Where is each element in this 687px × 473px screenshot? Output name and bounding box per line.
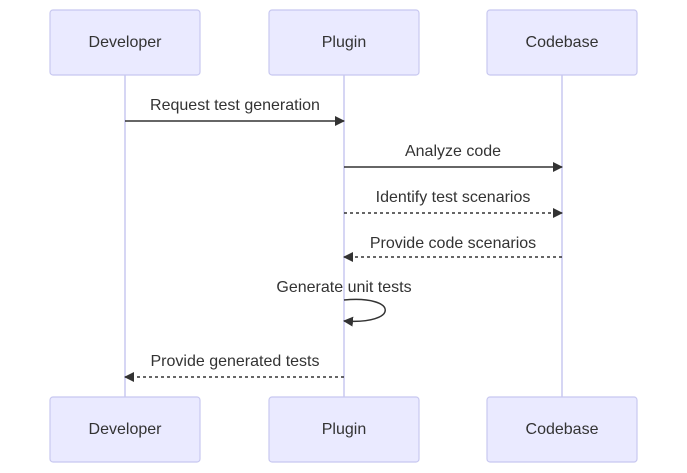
codebase-actor-top: Codebase [486, 9, 638, 76]
codebase-label: Codebase [526, 34, 599, 51]
message-analyze-code: Analyze code [344, 143, 563, 172]
developer-actor-top: Developer [49, 9, 201, 76]
message-label: Provide code scenarios [370, 235, 536, 252]
message-label: Provide generated tests [151, 353, 320, 370]
message-label: Analyze code [405, 143, 501, 160]
message-request-test-generation: Request test generation [125, 97, 345, 126]
message-provide-generated-tests: Provide generated tests [124, 353, 344, 382]
message-label: Request test generation [150, 97, 320, 114]
message-label: Identify test scenarios [376, 189, 531, 206]
plugin-actor-top: Plugin [268, 9, 420, 76]
developer-actor-bottom: Developer [49, 396, 201, 463]
developer-label: Developer [89, 34, 163, 51]
codebase-label: Codebase [526, 421, 599, 438]
message-generate-unit-tests: Generate unit tests [276, 279, 412, 327]
message-provide-code-scenarios: Provide code scenarios [343, 235, 562, 262]
message-label: Generate unit tests [276, 279, 411, 296]
developer-label: Developer [89, 421, 163, 438]
plugin-actor-bottom: Plugin [268, 396, 420, 463]
plugin-label: Plugin [322, 34, 366, 51]
plugin-label: Plugin [322, 421, 366, 438]
codebase-actor-bottom: Codebase [486, 396, 638, 463]
message-identify-test-scenarios: Identify test scenarios [344, 189, 563, 218]
